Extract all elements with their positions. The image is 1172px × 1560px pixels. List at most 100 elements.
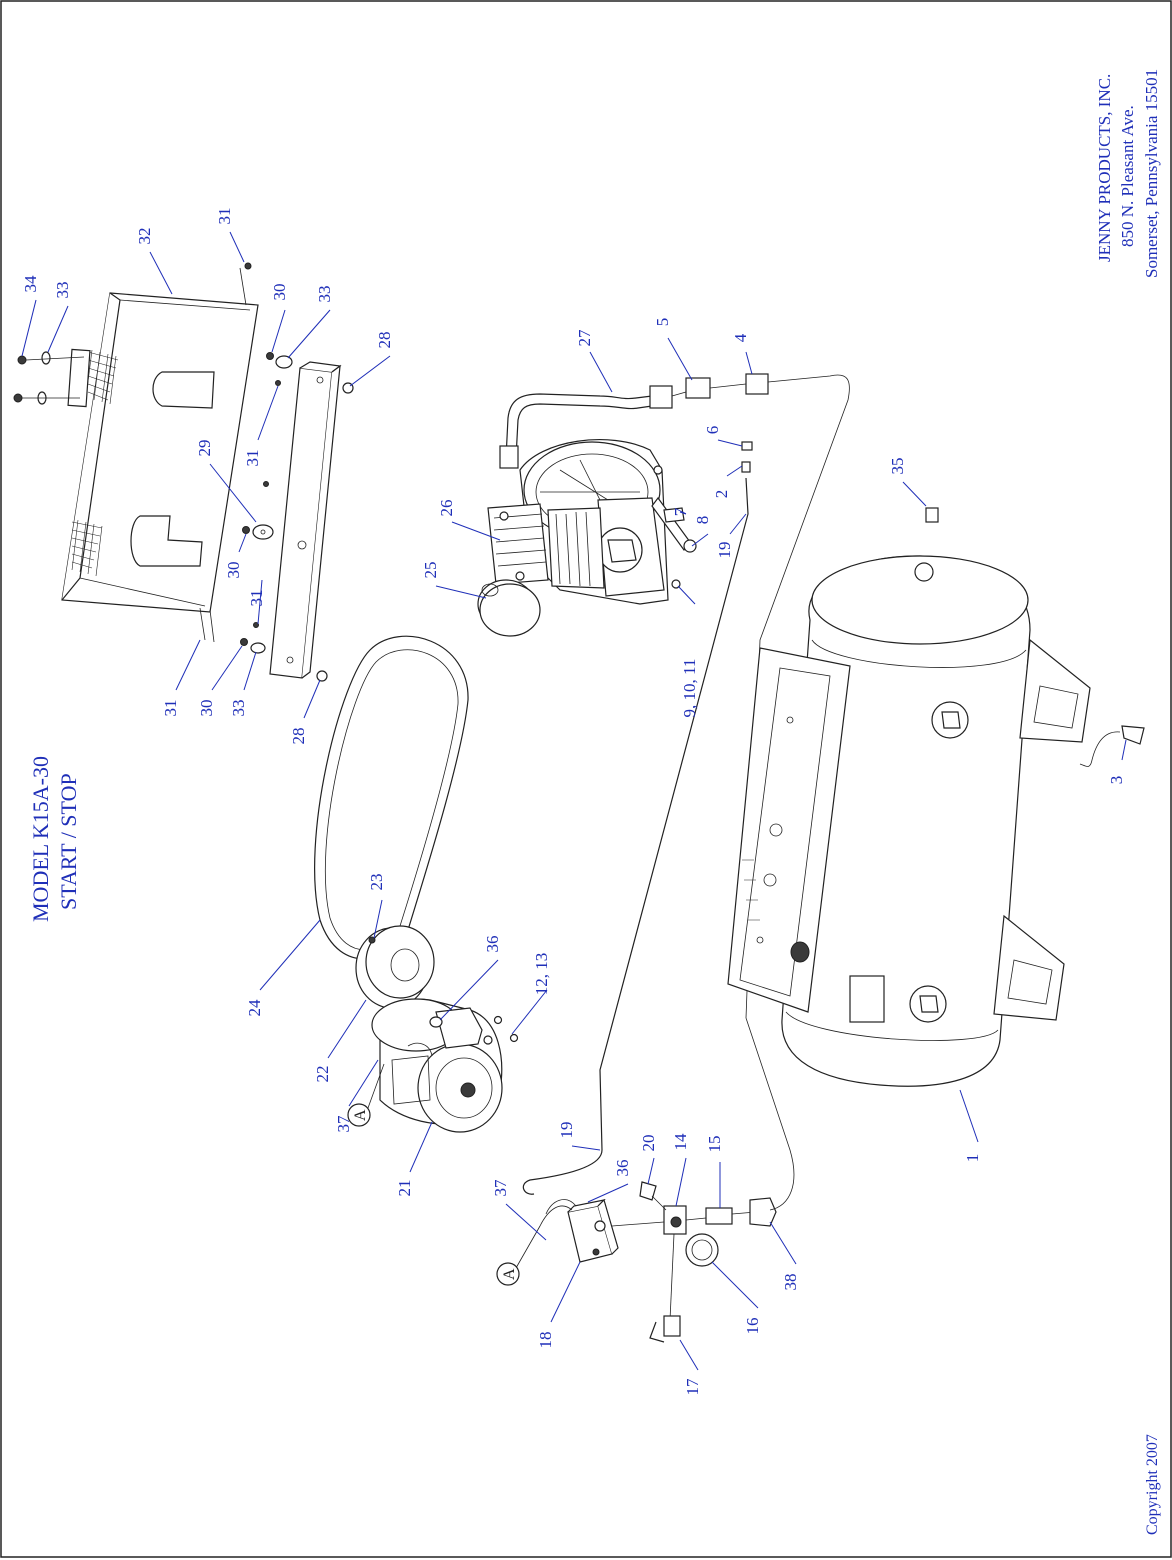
leader-c17 [679, 1339, 699, 1371]
guard-bracket [269, 361, 342, 679]
callout-c23: 23 [367, 874, 386, 891]
callout-c37b: 37 [491, 1179, 510, 1197]
drain-valve [1079, 725, 1145, 767]
connector-a-motor-label: A [352, 1109, 369, 1121]
leader-c33b [287, 309, 331, 359]
compressor-pump [487, 439, 697, 605]
callout-c1: 1 [963, 1154, 982, 1163]
company-city: Somerset, Pennsylvania 15501 [1142, 69, 1161, 278]
tank-plug [925, 507, 939, 523]
discharge-tube [499, 385, 673, 469]
air-tank [727, 555, 1091, 1087]
leader-c31c [257, 579, 263, 625]
callout-c21: 21 [395, 1180, 414, 1197]
bolt-30-bottom [240, 638, 248, 646]
callout-c15: 15 [705, 1136, 724, 1153]
connector-a-switch: A [496, 1199, 577, 1286]
callout-c7: 7 [671, 507, 690, 516]
leader-c36a [439, 959, 499, 1021]
leader-c38 [769, 1221, 797, 1265]
leader-c31a [229, 231, 245, 263]
leader-c37b [505, 1203, 547, 1241]
callout-c12: 12, 13 [532, 953, 551, 996]
leader-c9 [677, 585, 696, 605]
leader-c28b [303, 679, 321, 719]
callout-c14: 14 [671, 1133, 690, 1151]
company-street: 850 N. Pleasant Ave. [1118, 105, 1137, 247]
leader-c30b [238, 533, 247, 553]
leader-c33a [47, 305, 69, 353]
callout-c31d: 31 [161, 700, 180, 717]
leader-c37a [348, 1059, 379, 1107]
callout-c16: 16 [743, 1318, 762, 1335]
callout-c19a: 19 [557, 1122, 576, 1139]
leader-c33c [243, 651, 257, 691]
motor-pulley [355, 925, 435, 1009]
callout-c19b: 19 [715, 542, 734, 559]
model-subtitle: START / STOP [56, 773, 81, 910]
connector-a-motor: A [347, 1063, 385, 1127]
callout-c32: 32 [135, 228, 154, 245]
leader-c31b [257, 385, 279, 441]
callout-c28b: 28 [289, 728, 308, 745]
leader-c18 [550, 1261, 581, 1323]
diagram-title: MODEL K15A-30 START / STOP [28, 756, 81, 922]
leader-c19a [571, 1145, 601, 1151]
bolt-30-top [266, 352, 274, 360]
connector-a-switch-label: A [501, 1268, 518, 1280]
screw-31-d [199, 607, 259, 643]
model-title: MODEL K15A-30 [28, 756, 53, 922]
callout-c33c: 33 [229, 700, 248, 717]
callout-c30a: 30 [270, 284, 289, 301]
unloader-tube [522, 477, 749, 1195]
callout-c31a: 31 [215, 208, 234, 225]
washer-33-top [275, 355, 293, 369]
callout-c33a: 33 [53, 282, 72, 299]
nipple-15 [705, 1207, 757, 1225]
belt-guard [61, 292, 259, 613]
leader-c23 [373, 899, 383, 939]
company-name: JENNY PRODUCTS, INC. [1095, 74, 1114, 262]
leader-c14 [675, 1157, 687, 1207]
fitting-4 [709, 373, 769, 395]
callout-c36b: 36 [613, 1160, 632, 1177]
copyright: Copyright 2007 [1144, 1434, 1161, 1535]
guard-mesh-bottom [71, 519, 103, 577]
washer-33-bottom [250, 642, 266, 654]
screw-34-top [17, 351, 85, 365]
leader-c8 [691, 533, 709, 547]
callout-c6: 6 [703, 426, 722, 435]
callout-c3: 3 [1107, 776, 1126, 785]
callout-c20: 20 [639, 1135, 658, 1152]
screw-34-bottom [13, 391, 80, 405]
air-filter [477, 579, 541, 637]
leader-c35 [902, 481, 927, 507]
callout-c2: 2 [712, 490, 731, 499]
leader-c24 [259, 919, 321, 991]
callout-c29: 29 [195, 440, 214, 457]
leader-c6 [717, 439, 743, 447]
leader-c3 [1121, 739, 1127, 761]
washer-29 [252, 524, 274, 540]
leader-c36b [587, 1183, 629, 1203]
gauge-16 [685, 1233, 719, 1267]
screw-31-c [263, 481, 269, 487]
leader-c34 [21, 299, 37, 357]
leader-c30c [211, 645, 243, 691]
leader-c22 [327, 999, 367, 1059]
callout-c24: 24 [245, 999, 264, 1017]
leader-c32 [149, 251, 173, 295]
callout-c31b: 31 [243, 450, 262, 467]
pressure-switch [567, 1198, 665, 1263]
bolt-30-mid [242, 526, 250, 534]
tank-inlet-line [745, 1017, 795, 1211]
safety-valve-20 [639, 1181, 667, 1211]
nut-28-bottom [316, 670, 328, 682]
screw-31-b [275, 380, 281, 386]
leader-c29 [209, 463, 257, 523]
callout-c30b: 30 [224, 562, 243, 579]
callout-c37a: 37 [334, 1115, 353, 1133]
